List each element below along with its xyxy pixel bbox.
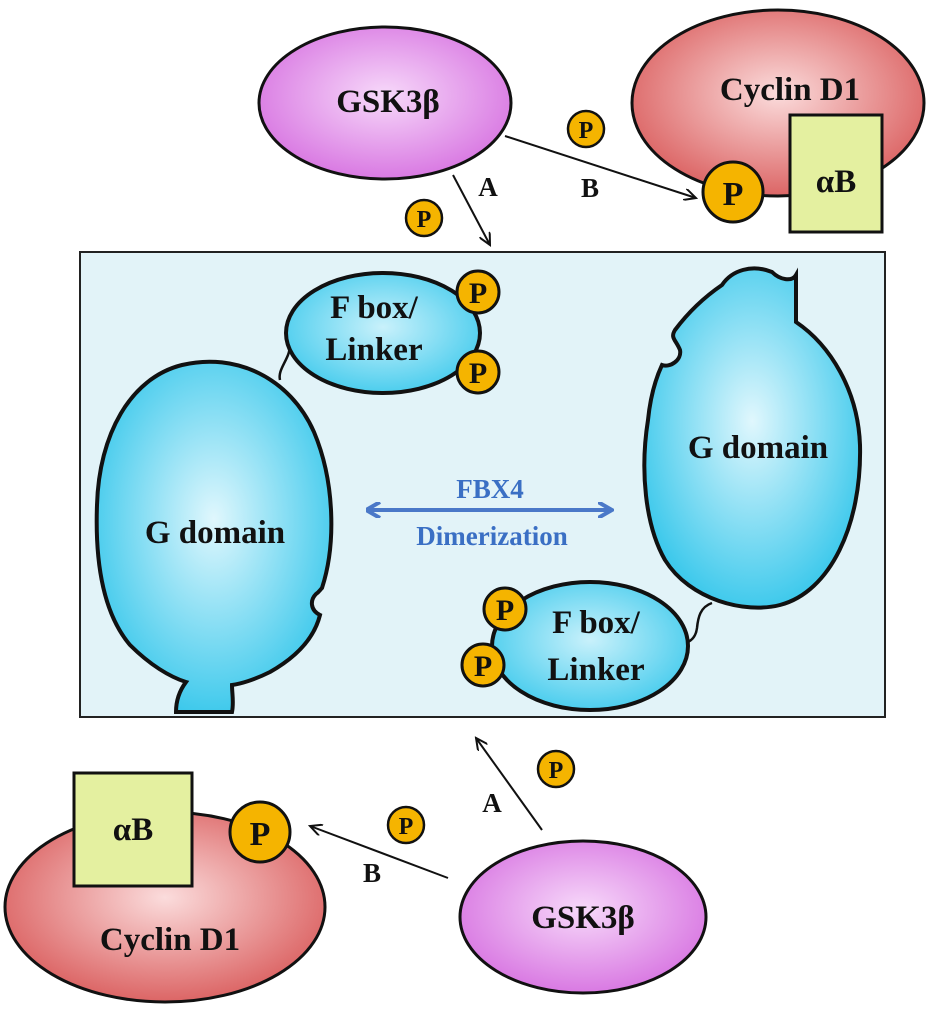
f-box-top-label: F box/ bbox=[330, 290, 419, 326]
arrow-a-bottom bbox=[476, 738, 543, 831]
svg-text:P: P bbox=[417, 207, 432, 233]
fbx4-label: FBX4 bbox=[456, 474, 524, 504]
arrow-a-top bbox=[452, 174, 490, 245]
arrow-b-bottom-label: B bbox=[363, 858, 381, 888]
g-domain-left: G domain bbox=[94, 359, 334, 714]
alpha-b-bottom-label: αB bbox=[113, 812, 153, 848]
phospho-free-b-top: P bbox=[566, 109, 606, 149]
g-domain-left-label: G domain bbox=[145, 515, 285, 551]
arrow-b-bottom bbox=[310, 826, 449, 879]
cyclin-d1-bottom-label: Cyclin D1 bbox=[100, 922, 240, 958]
linker-top-label: Linker bbox=[325, 332, 422, 368]
alpha-b-top: αB bbox=[788, 113, 884, 234]
phospho-free-b-bottom: P bbox=[386, 805, 426, 845]
gsk3b-top: GSK3β bbox=[257, 25, 513, 181]
svg-text:P: P bbox=[474, 650, 492, 683]
phospho-cyclin-bottom: P bbox=[228, 800, 292, 864]
phospho-free-a-bottom: P bbox=[536, 749, 576, 789]
f-box-bottom-label: F box/ bbox=[552, 605, 641, 641]
gsk3b-top-label: GSK3β bbox=[336, 84, 440, 120]
svg-text:P: P bbox=[723, 176, 744, 213]
svg-text:P: P bbox=[469, 357, 487, 390]
linker-bottom-label: Linker bbox=[547, 652, 644, 688]
f-box-linker-top: F box/ Linker bbox=[284, 271, 482, 395]
arrow-b-top bbox=[504, 135, 696, 198]
g-domain-right-label: G domain bbox=[688, 430, 828, 466]
phospho-free-a-top: P bbox=[404, 198, 444, 238]
dimerization-label: Dimerization bbox=[416, 521, 567, 551]
arrow-b-top-label: B bbox=[581, 173, 599, 203]
phospho-bottom-1: P bbox=[482, 586, 528, 632]
phospho-top-2: P bbox=[455, 349, 501, 395]
svg-text:P: P bbox=[469, 277, 487, 310]
alpha-b-bottom: αB bbox=[72, 771, 194, 888]
phospho-cyclin-top: P bbox=[701, 160, 765, 224]
arrow-a-bottom-label: A bbox=[482, 788, 502, 818]
svg-text:P: P bbox=[496, 594, 514, 627]
svg-text:P: P bbox=[549, 758, 564, 784]
svg-text:P: P bbox=[399, 814, 414, 840]
svg-text:P: P bbox=[250, 816, 271, 853]
svg-text:P: P bbox=[579, 118, 594, 144]
cyclin-d1-top-label: Cyclin D1 bbox=[720, 72, 860, 108]
gsk3b-bottom: GSK3β bbox=[458, 839, 708, 995]
linker-connector-right bbox=[687, 601, 713, 644]
f-box-linker-bottom: F box/ Linker bbox=[490, 580, 690, 712]
arrow-a-top-label: A bbox=[478, 172, 498, 202]
g-domain-right: G domain bbox=[642, 266, 863, 610]
phospho-top-1: P bbox=[455, 269, 501, 315]
gsk3b-bottom-label: GSK3β bbox=[531, 900, 635, 936]
alpha-b-top-label: αB bbox=[816, 164, 856, 200]
phospho-bottom-2: P bbox=[460, 642, 506, 688]
